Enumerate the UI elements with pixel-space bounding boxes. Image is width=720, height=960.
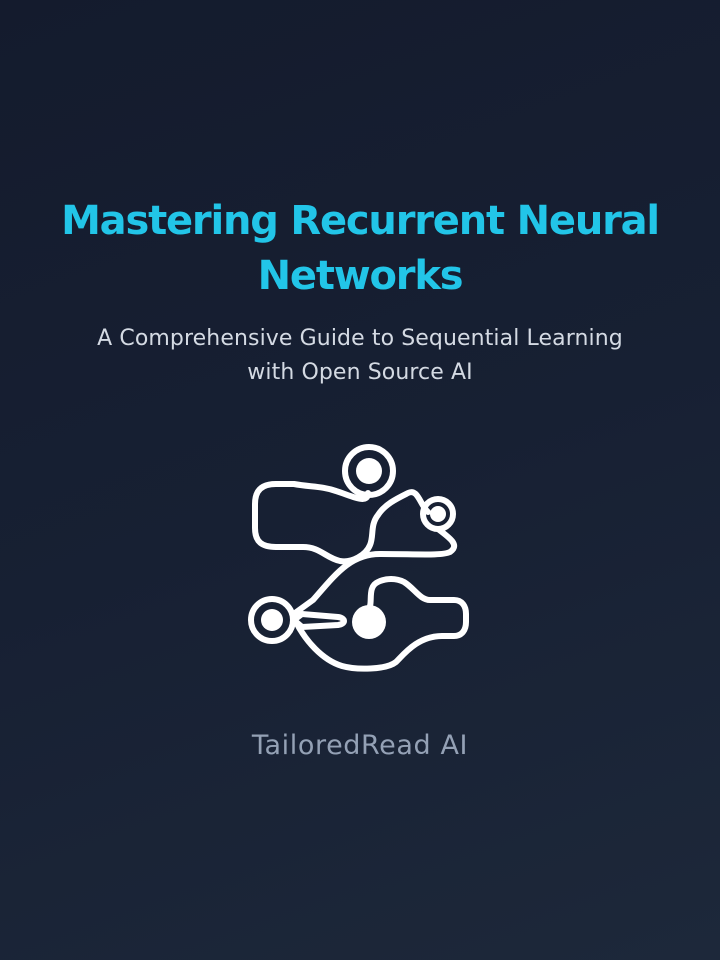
publisher-brand: TailoredRead AI xyxy=(251,730,469,761)
cover-subtitle: A Comprehensive Guide to Sequential Lear… xyxy=(40,322,680,390)
neural-network-circuit-icon xyxy=(248,444,469,672)
circuit-node-middle-dot xyxy=(352,605,386,639)
cover-title: Mastering Recurrent Neural Networks xyxy=(0,194,720,304)
circuit-trace-diagonal xyxy=(292,526,458,616)
cover-title-line-2: Networks xyxy=(257,253,464,299)
circuit-node-top-ring xyxy=(342,444,396,498)
circuit-node-top-dot xyxy=(356,458,382,484)
circuit-trace-top-loop xyxy=(252,481,431,565)
cover-title-line-1: Mastering Recurrent Neural xyxy=(61,198,660,244)
circuit-connector-arrow xyxy=(291,611,347,630)
cover-subtitle-line-1: A Comprehensive Guide to Sequential Lear… xyxy=(97,326,623,351)
circuit-node-left-dot xyxy=(261,609,283,631)
circuit-node-right-dot xyxy=(430,506,446,522)
cover-subtitle-line-2: with Open Source AI xyxy=(247,360,473,385)
circuit-trace-bottom-loop xyxy=(293,576,469,672)
